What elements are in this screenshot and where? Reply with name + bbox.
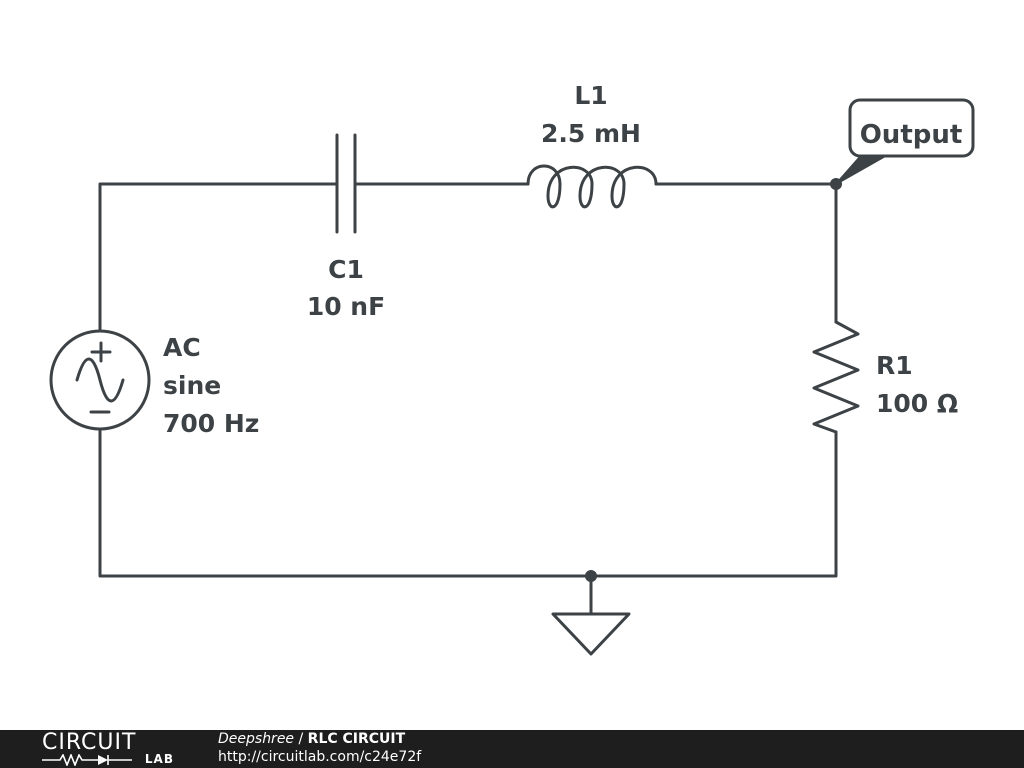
capacitor-c1 — [335, 133, 357, 234]
capacitor-name: C1 — [328, 255, 364, 284]
resistor-zigzag — [812, 320, 860, 434]
logo-resistor-diode-icon — [42, 754, 132, 766]
circuitlab-logo[interactable]: CIRCUIT LAB — [42, 731, 174, 767]
source-waveform: sine — [163, 371, 221, 400]
author-name[interactable]: Deepshree — [218, 731, 295, 747]
wire-left-top — [98, 182, 339, 332]
byline-separator: / — [294, 731, 308, 747]
capacitor-value: 10 nF — [307, 292, 385, 321]
ground-icon — [551, 612, 631, 656]
ac-source — [49, 329, 151, 431]
byline: Deepshree / RLC CIRCUIT — [218, 731, 405, 748]
output-callout: Output — [835, 98, 975, 185]
logo-text-lab: LAB — [144, 752, 174, 766]
logo-text-circuit: CIRCUIT — [42, 730, 137, 755]
inductor-coil — [526, 164, 658, 209]
output-callout-box — [848, 98, 975, 158]
resistor-value: 100 Ω — [876, 389, 958, 418]
circuit-title[interactable]: RLC CIRCUIT — [307, 731, 406, 747]
source-frequency: 700 Hz — [163, 409, 259, 438]
wires — [98, 182, 838, 616]
ac-source-circle — [49, 329, 151, 431]
inductor-value: 2.5 mH — [541, 119, 641, 148]
circuit-url[interactable]: http://circuitlab.com/c24e72f — [218, 749, 422, 765]
source-type: AC — [163, 333, 201, 362]
resistor-r1 — [812, 320, 860, 434]
inductor-name: L1 — [574, 81, 607, 110]
circuit-schematic: Output L1 2.5 mH C1 10 nF AC sine 700 Hz… — [49, 81, 975, 656]
footer-bar: CIRCUIT LAB Deepshree / RLC CIRCUIT http… — [0, 730, 1024, 768]
junction-dot-ground — [585, 570, 597, 582]
wire-resistor-to-bottom — [98, 428, 838, 578]
resistor-name: R1 — [876, 351, 913, 380]
output-label: Output — [860, 120, 963, 150]
inductor-l1 — [526, 164, 658, 209]
ac-source-sine-icon — [75, 357, 125, 403]
plus-icon — [90, 341, 112, 363]
